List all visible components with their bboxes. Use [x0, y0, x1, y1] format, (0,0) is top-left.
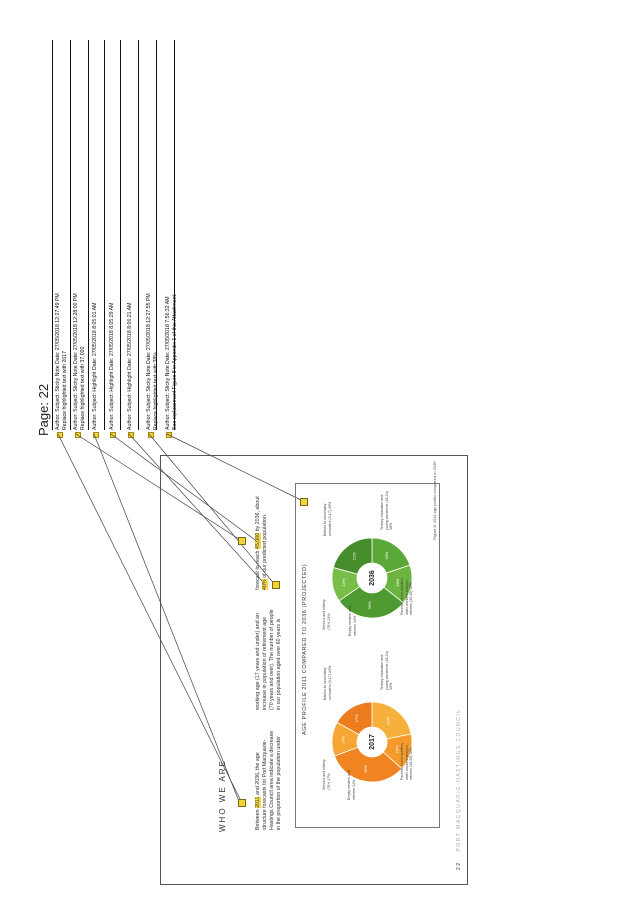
connector-line	[75, 433, 243, 542]
connector-line	[93, 433, 241, 805]
segment-label: Tertiary education and young workforce (…	[380, 651, 393, 690]
segment-label: Seniors and elderly (70+) 17%	[322, 759, 331, 790]
segment-pct-label: 33%	[363, 765, 368, 773]
highlight-icon[interactable]	[128, 432, 134, 438]
comment-separator	[88, 40, 89, 430]
connector-line	[148, 433, 277, 587]
donut-year-label: 2017	[369, 734, 376, 750]
segment-label: Parents, home builders, older workers an…	[400, 742, 413, 780]
comment-separator	[156, 40, 157, 430]
connector-line	[166, 433, 304, 502]
document-page	[160, 455, 468, 885]
donut-segment	[334, 746, 403, 783]
segment-pct-label: 15%	[395, 745, 400, 753]
annotation-marker[interactable]	[238, 537, 246, 545]
connector-line	[110, 433, 259, 543]
comment-separator	[104, 40, 105, 430]
segment-pct-label: 20%	[384, 551, 389, 559]
comment-separator	[70, 40, 71, 430]
segment-pct-label: 17%	[354, 714, 359, 722]
segment-pct-label: 14%	[341, 735, 346, 743]
segment-label: Empty nesters and retirees 14%	[347, 770, 356, 800]
donut-hole	[358, 564, 386, 592]
segment-label: Empty nesters and retirees 14%	[348, 606, 357, 636]
segment-pct-label: 14%	[341, 578, 346, 586]
donut-year-label: 2036	[369, 570, 376, 586]
donut-segment	[332, 537, 373, 575]
donut-segment	[338, 585, 404, 619]
comment-separator	[174, 40, 175, 430]
segment-pct-label: 16%	[395, 578, 400, 586]
footer-org: PORT MACQUARIE-HASTINGS COUNCIL	[456, 708, 462, 852]
highlight-icon[interactable]	[93, 432, 99, 438]
highlight-icon[interactable]	[110, 432, 116, 438]
footer-text: 22 PORT MACQUARIE-HASTINGS COUNCIL	[456, 708, 462, 870]
donut-segment	[336, 701, 373, 736]
figure-frame	[295, 483, 440, 828]
segment-pct-label: 30%	[367, 601, 372, 609]
connector-line	[57, 433, 243, 804]
sticky-note-icon[interactable]	[148, 432, 154, 438]
annotation-marker[interactable]	[238, 799, 246, 807]
connector-line	[128, 433, 264, 583]
segment-label: Babies to secondary schoolers (0-17) 20%	[323, 501, 332, 536]
segment-pct-label: 22%	[385, 716, 390, 724]
annotation-marker[interactable]	[272, 581, 280, 589]
segment-label: Babies to secondary schoolers (0-17) 22%	[323, 665, 332, 700]
annotation-marker[interactable]	[300, 498, 308, 506]
segment-pct-label: 21%	[351, 552, 356, 560]
segment-label: Tertiary education and young workforce (…	[380, 491, 393, 530]
figure-caption: Figure 8: 2011 age profile compared to 2…	[432, 461, 437, 540]
comment-separator	[138, 40, 139, 430]
comment-separator	[120, 40, 121, 430]
segment-label: Parents, home builders, older workers an…	[400, 577, 413, 615]
comment-separator	[52, 40, 53, 430]
donut-hole	[358, 728, 386, 756]
segment-label: Seniors and elderly (70+) 21%	[322, 599, 331, 630]
page-number: 22	[456, 861, 462, 870]
